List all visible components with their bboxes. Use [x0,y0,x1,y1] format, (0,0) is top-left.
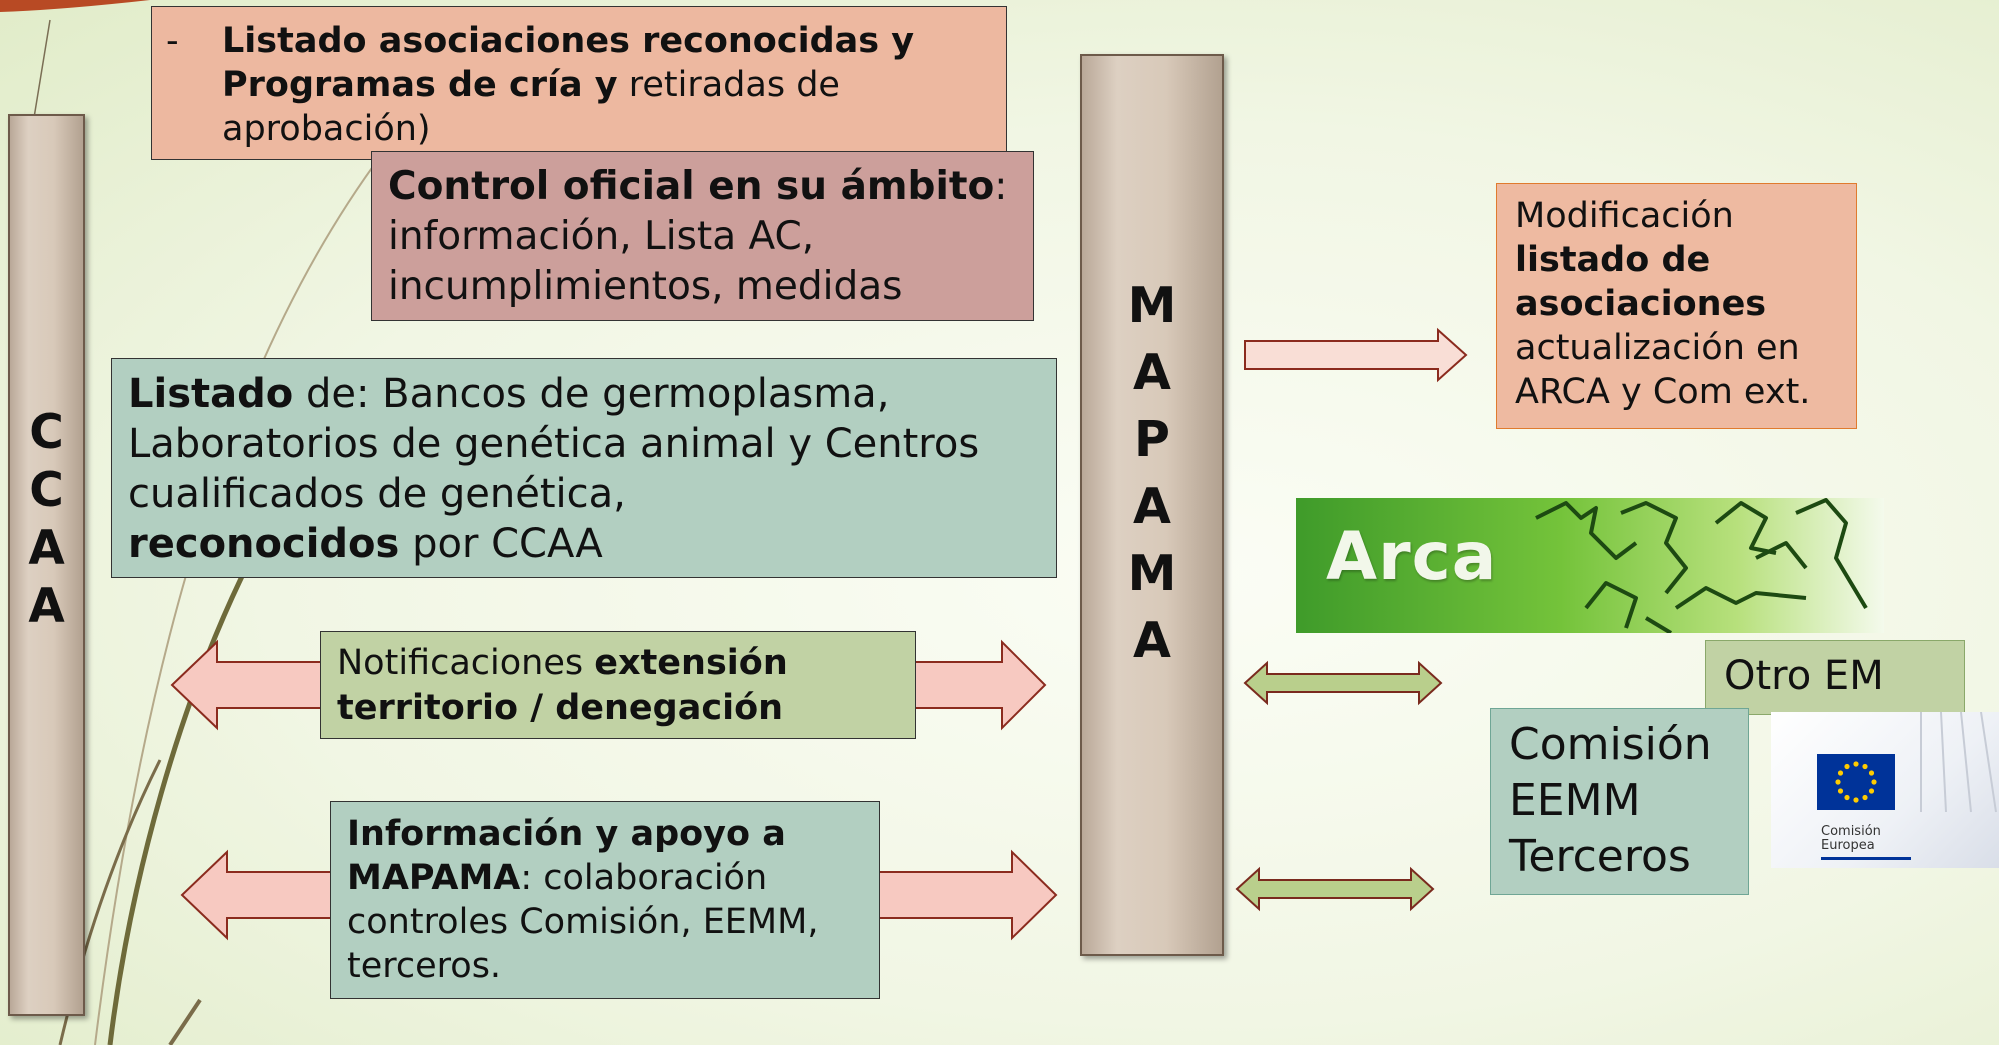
modificacion-bold: listado de asociaciones [1515,240,1767,324]
informacion-bold: Información y apoyo a MAPAMA [347,814,786,898]
comision-line: Comisión [1509,719,1712,770]
control-oficial-bold: Control oficial en su ámbito [388,164,995,209]
terceros-line: Terceros [1509,831,1691,882]
ccaa-label: C C A A [10,404,83,636]
ec-logo-text: Comisión Europea [1821,825,1881,853]
notificaciones-bold: extensión territorio / denegación [337,643,788,728]
arca-logo-text: Arca [1326,518,1498,595]
listado-bancos-text: de: Bancos de germoplasma, Laboratorios … [128,371,980,517]
mapama-label: M A P A M A [1082,272,1222,674]
listado-bold: Listado [128,371,294,417]
modificacion-box: Modificación listado de asociaciones act… [1496,183,1857,429]
ccaa-letter: A [28,579,65,634]
mapama-letter: A [1133,478,1171,535]
comision-box: Comisión EEMM Terceros [1490,708,1749,895]
mapama-pillar: M A P A M A [1080,54,1224,956]
control-oficial-box: Control oficial en su ámbito: informació… [371,151,1034,321]
animals-icon [1535,498,1868,633]
notificaciones-left-arrow [170,639,329,731]
otro-em-text: Otro EM [1724,653,1884,699]
ccaa-pillar: C C A A [8,114,85,1016]
modificacion-rest: actualización en ARCA y Com ext. [1515,328,1811,412]
informacion-right-arrow [877,849,1058,941]
notificaciones-box: Notificaciones extensión territorio / de… [320,631,916,739]
listado-asociaciones-box: - Listado asociaciones reconocidas y Pro… [151,6,1007,160]
informacion-rest: : colaboración controles Comisión, EEMM,… [347,858,819,986]
informacion-left-arrow [180,849,339,941]
mapama-letter: M [1127,277,1177,334]
ec-logo-line1: Comisión [1821,824,1881,839]
informacion-box: Información y apoyo a MAPAMA: colaboraci… [330,801,880,999]
modificacion-arrow [1244,327,1468,383]
arca-logo: Arca [1296,498,1884,633]
ec-building-icon [1920,712,1997,813]
ccaa-letter: C [29,463,64,518]
por-ccaa-text: por CCAA [399,521,603,567]
ccaa-letter: C [29,405,64,460]
listado-asociaciones-bold: Listado asociaciones reconocidas y Progr… [222,21,915,105]
mapama-letter: P [1134,411,1170,468]
eu-flag-icon [1817,754,1895,810]
reconocidos-bold: reconocidos [128,521,400,567]
mapama-letter: A [1133,612,1171,669]
listado-bancos-box: Listado de: Bancos de germoplasma, Labor… [111,358,1057,578]
mapama-comision-double-arrow [1235,866,1435,912]
otro-em-box: Otro EM [1705,640,1965,715]
ccaa-letter: A [28,521,65,576]
ec-logo-underline [1821,857,1911,860]
ec-logo-line2: Europea [1821,838,1875,853]
mapama-letter: A [1133,344,1171,401]
mapama-em-double-arrow [1243,660,1443,706]
notificaciones-right-arrow [913,639,1047,731]
listado-asociaciones-rest: retiradas de aprobación) [222,65,840,149]
eemm-line: EEMM [1509,775,1641,826]
mapama-letter: M [1127,545,1177,602]
european-commission-logo: Comisión Europea [1771,712,1999,868]
notificaciones-text: Notificaciones [337,643,595,683]
dash-bullet: - [166,21,179,61]
modificacion-text: Modificación [1515,196,1734,236]
control-oficial-rest: : información, Lista AC, incumplimientos… [388,164,1008,309]
